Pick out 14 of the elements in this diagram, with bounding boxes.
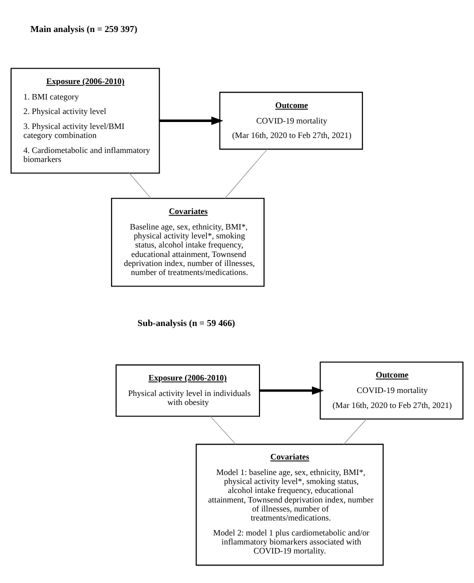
node-box: Exposure (2006-2010) Physical activity level in individuals with obesity: [116, 364, 260, 417]
connector: [210, 416, 236, 445]
connector: [343, 418, 367, 445]
arrow: [260, 386, 324, 395]
node-box: Exposure (2006-2010) 1. BMI category 2. Physical activity level 3. Physical activity level/BMI category combination 4. Cardiometabolic and inflammatory biomarkers: [10, 68, 160, 174]
connector: [128, 172, 152, 199]
node-box: Outcome COVID-19 mortality (Mar 16th, 2020 to Feb 27th, 2021): [219, 92, 363, 150]
label: Sub-analysis (n = 59 466): [138, 318, 236, 328]
node-box: Outcome COVID-19 mortality (Mar 16th, 2020 to Feb 27th, 2021): [320, 362, 464, 420]
label: Main analysis (n = 259 397): [30, 24, 138, 34]
connector: [224, 148, 268, 199]
node-box: Covariates Baseline age, sex, ethnicity, BMI*, physical activity level*, smoking status, alcohol intake frequency, educational attainment, Townsend deprivation index, number of illnesses, number of treatments/medications.: [111, 198, 265, 287]
arrow: [159, 116, 224, 125]
node-box: Covariates Model 1: baseline age, sex, ethnicity, BMI*, physical activity level*, smoking status, alcohol intake frequency, educational attainment, Townsend deprivation index, number of illnesses, number of treatments/medications. Model 2: model 1 plus cardiometabolic and/or inflammatory biomarkers associated with COVID-19 mortality.: [196, 444, 384, 566]
